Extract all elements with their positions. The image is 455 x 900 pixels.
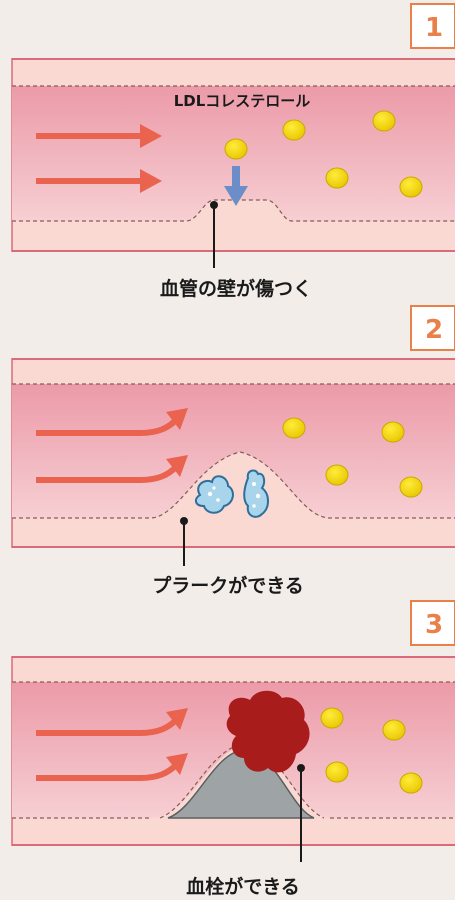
vessel-lumen — [12, 384, 455, 518]
panel-3: 3 — [11, 600, 455, 898]
ldl-particle — [381, 421, 405, 443]
infiltration-arrow — [224, 166, 248, 206]
ldl-particles — [224, 110, 423, 198]
blood-flow-arrow — [36, 169, 162, 193]
blood-flow-arrow — [36, 455, 188, 483]
ldl-particle — [399, 772, 423, 794]
ldl-particle — [399, 176, 423, 198]
ldl-particle — [325, 761, 349, 783]
caption-pointer — [210, 201, 218, 268]
blood-flow-arrow — [36, 753, 188, 781]
caption-pointer — [297, 764, 305, 862]
step-number: 1 — [425, 13, 443, 43]
ldl-particle — [325, 464, 349, 486]
panel-2: 2 — [11, 305, 455, 597]
ldl-particle — [320, 707, 344, 729]
step-caption: 血管の壁が傷つく — [160, 277, 312, 300]
ldl-particle — [224, 138, 248, 160]
ldl-particles — [282, 417, 423, 498]
step-number-badge: 2 — [410, 305, 455, 351]
step-caption: プラークができる — [152, 574, 304, 597]
step-number-badge: 3 — [410, 600, 455, 646]
step-number-badge: 1 — [410, 3, 455, 49]
plaque-crystal — [194, 475, 234, 514]
plaque-crystal — [243, 469, 269, 518]
blood-flow-arrow — [36, 124, 162, 148]
ldl-particle — [399, 476, 423, 498]
ldl-particle — [382, 719, 406, 741]
blood-vessel — [11, 358, 455, 548]
caption-pointer — [180, 517, 188, 566]
ldl-label: LDLコレステロール — [174, 92, 311, 110]
step-number: 3 — [425, 610, 443, 640]
ldl-particle — [372, 110, 396, 132]
blood-flow-arrow — [36, 408, 188, 436]
step-caption: 血栓ができる — [186, 875, 300, 898]
thrombus — [226, 690, 310, 773]
panel-1: 1 LDLコレステロール — [11, 3, 455, 300]
ldl-particle — [282, 119, 306, 141]
blood-flow-arrow — [36, 708, 188, 736]
ldl-particles — [320, 707, 423, 794]
damaged-wall-outline — [12, 199, 455, 222]
ldl-particle — [325, 167, 349, 189]
plaque-deposit — [194, 469, 269, 518]
vessel-lumen — [12, 682, 455, 818]
step-number: 2 — [425, 315, 443, 345]
ldl-particle — [282, 417, 306, 439]
